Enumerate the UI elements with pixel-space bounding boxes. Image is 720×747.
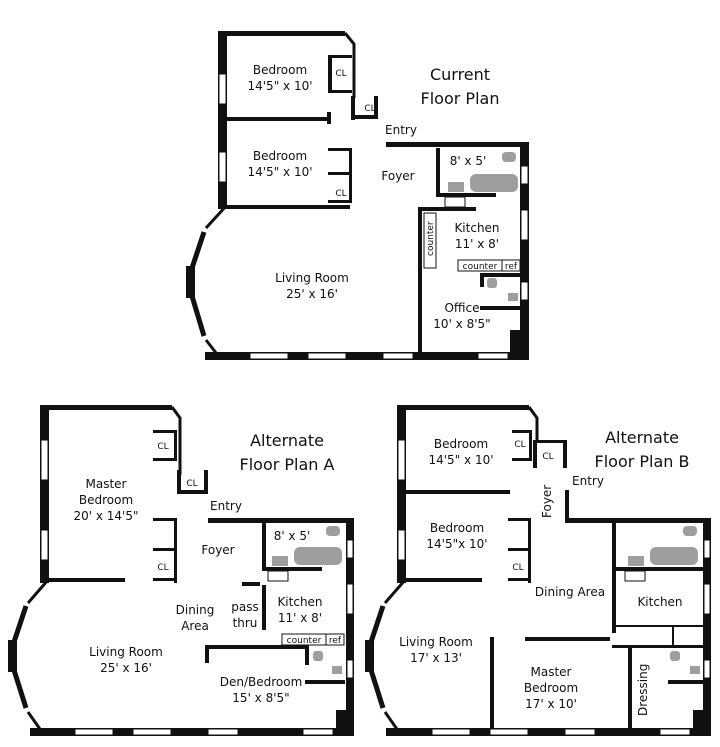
current-kitchen-name: Kitchen [454, 221, 499, 235]
alt-b-living-size: 17' x 13' [410, 651, 462, 665]
alt-a-den-size: 15' x 8'5" [232, 691, 289, 705]
current-kitchen-size: 11' x 8' [455, 237, 499, 251]
current-living-name: Living Room [275, 271, 349, 285]
current-bath-size: 8' x 5' [450, 154, 487, 168]
alt-a-closet3-label: CL [157, 563, 168, 573]
alt-b-closet1-label: CL [514, 440, 525, 450]
alt-b-entry-label: Entry [572, 474, 604, 488]
alt-b-bedroom1-size: 14'5" x 10' [428, 453, 493, 467]
alt-b-title-line2: Floor Plan B [595, 452, 690, 471]
alt-b-closet3-label: CL [512, 563, 523, 573]
alt-b-bedroom2-size: 14'5"x 10' [426, 537, 487, 551]
alt-a-living-name: Living Room [89, 645, 163, 659]
current-office-name: Office [444, 301, 479, 315]
current-floor-plan: Current Floor Plan Bedroom 14'5" x 10' B… [186, 31, 529, 360]
alternate-floor-plan-b: Alternate Floor Plan B Bedroom 14'5" x 1… [365, 405, 711, 736]
current-foyer-label: Foyer [381, 169, 414, 183]
alt-b-closet2-label: CL [542, 452, 553, 462]
alt-a-closet2-label: CL [186, 479, 197, 489]
alt-b-master-line1: Master [531, 665, 572, 679]
alt-b-bedroom2-name: Bedroom [430, 521, 484, 535]
alt-a-entry-label: Entry [210, 499, 242, 513]
current-office-size: 10' x 8'5" [433, 317, 490, 331]
alt-a-den-name: Den/Bedroom [220, 675, 303, 689]
current-title-line2: Floor Plan [421, 89, 500, 108]
alt-a-master-size: 20' x 14'5" [73, 509, 138, 523]
alt-a-pass-line2: thru [233, 616, 258, 630]
alt-a-closet1-label: CL [157, 442, 168, 452]
alt-a-dining-line1: Dining [176, 603, 215, 617]
alt-b-dining-label: Dining Area [535, 585, 605, 599]
alt-a-master-line1: Master [86, 477, 127, 491]
alt-a-kitchen-name: Kitchen [277, 595, 322, 609]
alt-b-master-size: 17' x 10' [525, 697, 577, 711]
current-counter-vertical: counter [426, 221, 436, 256]
alt-a-bath-size: 8' x 5' [274, 529, 311, 543]
alt-b-kitchen-label: Kitchen [637, 595, 682, 609]
current-living-size: 25' x 16' [286, 287, 338, 301]
alt-b-foyer-label: Foyer [540, 485, 554, 518]
alt-a-dining-line2: Area [181, 619, 209, 633]
alt-a-counter-label: counter [287, 636, 322, 646]
alt-b-title-line1: Alternate [605, 428, 679, 447]
alt-a-living-size: 25' x 16' [100, 661, 152, 675]
current-bedroom1-name: Bedroom [253, 63, 307, 77]
alternate-floor-plan-a: Alternate Floor Plan A CL CL CL Master B… [8, 405, 354, 736]
alt-b-living-name: Living Room [399, 635, 473, 649]
current-closet2-label: CL [364, 104, 375, 114]
alt-a-foyer-label: Foyer [201, 543, 234, 557]
alt-a-pass-line1: pass [231, 600, 258, 614]
current-closet1-label: CL [335, 69, 346, 79]
current-closet3-label: CL [335, 189, 346, 199]
current-title-line1: Current [430, 65, 490, 84]
current-counter-label: counter [463, 262, 498, 272]
alt-a-title-line1: Alternate [250, 431, 324, 450]
current-entry-label: Entry [385, 123, 417, 137]
current-bedroom2-name: Bedroom [253, 149, 307, 163]
alt-b-dressing-label: Dressing [636, 664, 650, 716]
current-bedroom2-size: 14'5" x 10' [247, 165, 312, 179]
alt-a-master-line2: Bedroom [79, 493, 133, 507]
current-ref-label: ref [505, 262, 518, 272]
alt-b-master-line2: Bedroom [524, 681, 578, 695]
alt-a-kitchen-size: 11' x 8' [278, 611, 322, 625]
alt-b-bedroom1-name: Bedroom [434, 437, 488, 451]
alt-a-title-line2: Floor Plan A [240, 455, 335, 474]
current-bedroom1-size: 14'5" x 10' [247, 79, 312, 93]
alt-a-ref-label: ref [329, 636, 342, 646]
